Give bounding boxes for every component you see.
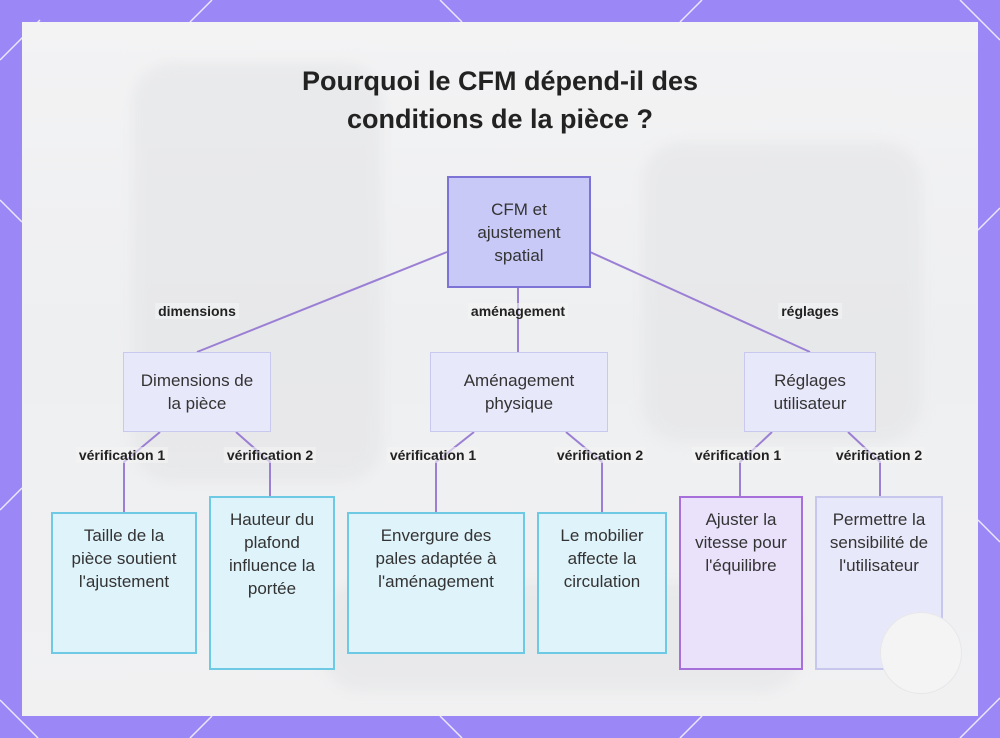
edge-am-v2	[565, 431, 603, 512]
node-dimensions-label: Dimensions de la pièce	[140, 371, 254, 413]
edge-label-dim-v2: vérification 2	[223, 447, 317, 463]
node-amenagement: Aménagement physique	[430, 352, 608, 432]
edge-dim-v1	[123, 431, 161, 512]
title-line-1: Pourquoi le CFM dépend-il des	[301, 66, 698, 96]
node-dimensions: Dimensions de la pièce	[123, 352, 271, 432]
leaf-mobilier-label: Le mobilier affecte la circulation	[560, 526, 644, 591]
edge-label-dim-v1: vérification 1	[75, 447, 169, 463]
leaf-mobilier: Le mobilier affecte la circulation	[537, 512, 667, 654]
node-reglages-label: Réglages utilisateur	[773, 371, 847, 413]
leaf-hauteur-plafond: Hauteur du plafond influence la portée	[209, 496, 335, 670]
leaf-ajuster-vitesse-label: Ajuster la vitesse pour l'équilibre	[695, 510, 787, 575]
leaf-envergure-pales-label: Envergure des pales adaptée à l'aménagem…	[375, 526, 497, 591]
leaf-envergure-pales: Envergure des pales adaptée à l'aménagem…	[347, 512, 525, 654]
edge-root-dimensions	[196, 251, 448, 353]
edge-label-reg-v2: vérification 2	[832, 447, 926, 463]
edge-label-reg-v1: vérification 1	[691, 447, 785, 463]
edge-label-am-v2: vérification 2	[553, 447, 647, 463]
leaf-taille-piece-label: Taille de la pièce soutient l'ajustement	[71, 526, 177, 591]
leaf-sensibilite-label: Permettre la sensibilité de l'utilisateu…	[829, 510, 929, 575]
page-title: Pourquoi le CFM dépend-il des conditions…	[0, 62, 1000, 138]
edge-am-v1	[435, 431, 475, 512]
title-line-2: conditions de la pièce ?	[346, 104, 654, 134]
edge-label-reglages: réglages	[778, 303, 842, 319]
edge-label-am-v1: vérification 1	[386, 447, 480, 463]
edge-reg-v2	[847, 431, 881, 496]
root-label: CFM et ajustement spatial	[477, 199, 561, 265]
leaf-ajuster-vitesse: Ajuster la vitesse pour l'équilibre	[679, 496, 803, 670]
leaf-hauteur-plafond-label: Hauteur du plafond influence la portée	[228, 510, 315, 598]
leaf-taille-piece: Taille de la pièce soutient l'ajustement	[51, 512, 197, 654]
root-node: CFM et ajustement spatial	[447, 176, 591, 288]
edge-dim-v2	[235, 431, 271, 496]
edge-label-dimensions: dimensions	[155, 303, 239, 319]
watermark-logo	[880, 612, 962, 694]
node-reglages: Réglages utilisateur	[744, 352, 876, 432]
edge-label-amenagement: aménagement	[467, 303, 569, 319]
edge-root-reglages	[589, 251, 811, 353]
node-amenagement-label: Aménagement physique	[463, 371, 575, 413]
edge-reg-v1	[739, 431, 773, 496]
